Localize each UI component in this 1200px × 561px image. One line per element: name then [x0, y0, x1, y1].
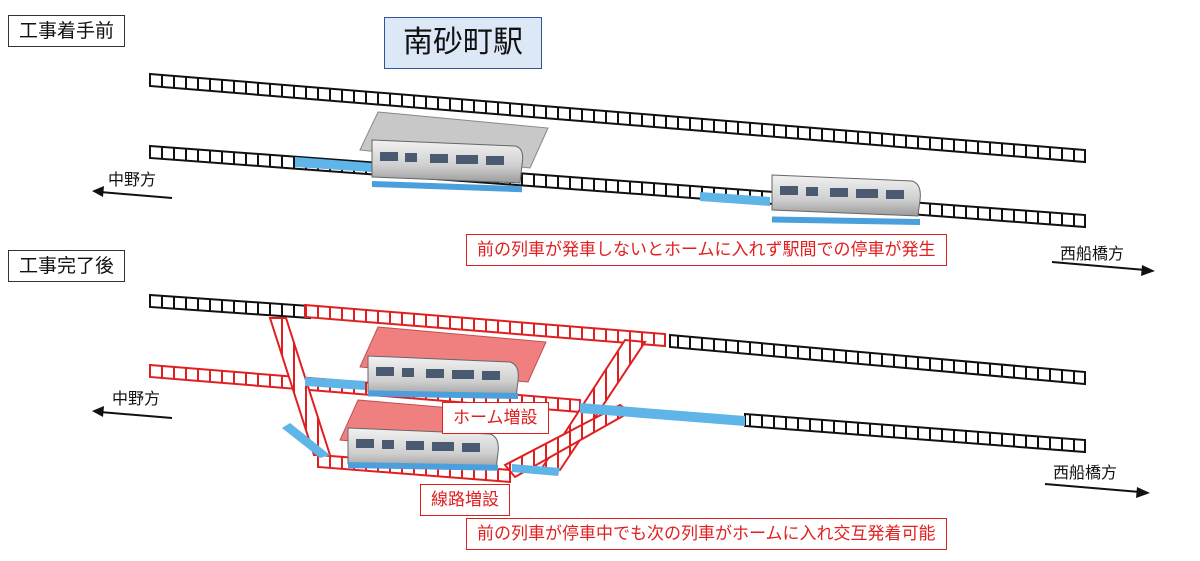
track-add-label: 線路増設	[420, 484, 510, 516]
note-before: 前の列車が発車しないとホームに入れず駅間での停車が発生	[466, 234, 947, 266]
before-arrow-nishifunabashi	[1051, 261, 1155, 276]
before-nishifunabashi-label: 西船橋方	[1060, 244, 1125, 263]
after-flow-arrow-1	[305, 377, 365, 390]
before-train-2	[771, 174, 921, 226]
station-name: 南砂町駅	[384, 17, 542, 69]
after-arrow-nishifunabashi	[1044, 483, 1150, 498]
after-train-1	[367, 355, 519, 400]
after-train-2	[347, 427, 499, 471]
before-lower-track	[149, 144, 1086, 229]
after-arrow-nakano	[92, 406, 173, 419]
before-nakano-label: 中野方	[108, 170, 157, 189]
before-upper-track	[149, 72, 1086, 164]
before-arrow-nakano	[92, 186, 173, 199]
after-upper-track-right	[669, 333, 1086, 386]
before-flow-arrow-2	[700, 192, 770, 206]
after-upper-track-left	[149, 293, 311, 320]
after-flow-arrow-3	[282, 423, 330, 458]
after-upper-track-new	[304, 303, 666, 348]
platform-add-label: ホーム増設	[442, 402, 549, 434]
note-after: 前の列車が停車中でも次の列車がホームに入れ交互発着可能	[466, 518, 947, 550]
after-lower-track-existing	[744, 412, 1086, 454]
before-train-1	[371, 139, 524, 193]
after-flow-arrow-4	[512, 464, 560, 476]
after-label: 工事完了後	[8, 250, 126, 282]
after-flow-arrow-2	[580, 403, 745, 426]
before-label: 工事着手前	[8, 15, 126, 47]
before-flow-arrow-1	[295, 157, 372, 172]
after-nakano-label: 中野方	[112, 389, 161, 408]
after-nishifunabashi-label: 西船橋方	[1053, 463, 1118, 482]
